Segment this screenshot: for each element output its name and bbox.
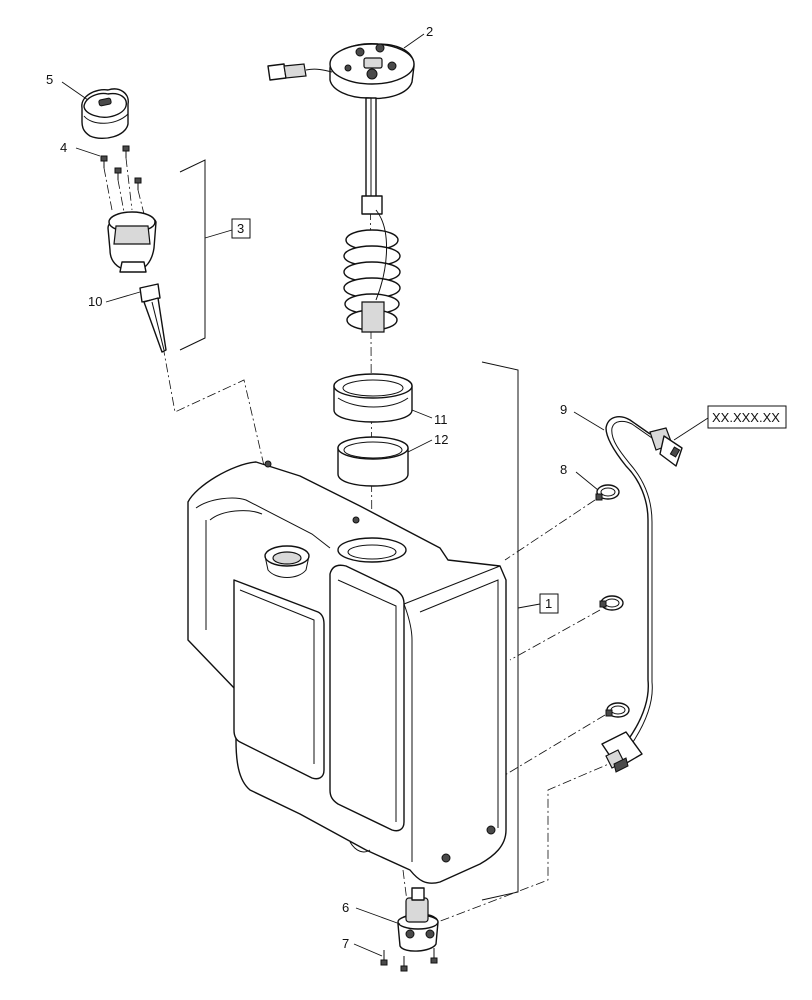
callout-labels: 2 5 4 10 11 12 9 8 6 7 [46,24,567,951]
clamp-middle[interactable] [599,595,624,611]
reference-code: XX.XXX.XX [712,410,780,425]
callout-2: 2 [426,24,433,39]
bracket-assembly-1 [481,361,541,901]
callout-leaders [61,33,709,957]
wiring-harness[interactable] [601,416,683,773]
filler-neck[interactable] [107,211,157,273]
callout-12: 12 [434,432,448,447]
callout-11: 11 [434,412,448,427]
screw-leader-lines [103,157,145,215]
reference-box[interactable]: XX.XXX.XX [707,405,787,429]
top-screws[interactable] [100,145,142,190]
callout-10: 10 [88,294,102,309]
strainer[interactable] [139,283,167,353]
boxed-callout-1: 1 [539,593,559,614]
fuel-sender-unit[interactable] [267,43,415,333]
seal-ring-lower[interactable] [337,436,409,487]
clamp-upper[interactable] [595,484,620,501]
callout-5: 5 [46,72,53,87]
callout-8: 8 [560,462,567,477]
boxed-callout-3: 3 [231,218,251,239]
filler-cap[interactable] [81,88,129,140]
fuel-tank[interactable] [187,460,507,884]
callout-4: 4 [60,140,67,155]
seal-ring-upper[interactable] [333,373,413,423]
clamp-lower[interactable] [605,702,630,718]
callout-3: 3 [237,221,244,236]
bracket-assembly-3 [179,159,233,351]
hose-clamps[interactable] [595,484,630,718]
callout-6: 6 [342,900,349,915]
callout-9: 9 [560,402,567,417]
bottom-screws[interactable] [380,948,438,972]
callout-1: 1 [545,596,552,611]
callout-7: 7 [342,936,349,951]
drain-pump[interactable] [397,887,439,952]
